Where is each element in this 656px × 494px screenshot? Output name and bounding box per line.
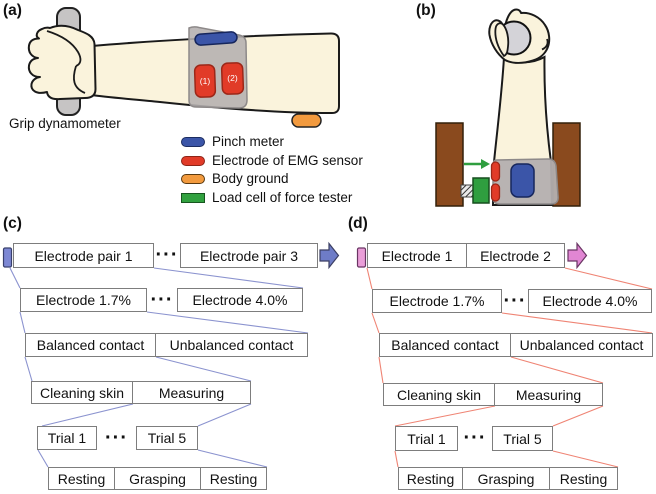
side-electrode-2 (490, 183, 501, 202)
left-wood-block (435, 122, 464, 207)
load-cell (472, 177, 490, 204)
force-arrow (464, 159, 490, 169)
flow-box-resting-2: Resting (200, 467, 267, 490)
emg-electrode-2 (220, 62, 245, 95)
panel-d-connectors (366, 267, 653, 468)
flow-d-next-arrow (567, 241, 588, 270)
flow-box-unbalanced-contact: Unbalanced contact (510, 333, 653, 357)
pinch-meter (194, 31, 238, 46)
flow-box-electrode-4-0: Electrode 4.0% (528, 289, 652, 313)
panel-c-label: (c) (3, 215, 22, 232)
flow-box-grasping: Grasping (114, 467, 201, 490)
legend-label: Pinch meter (212, 134, 285, 149)
panel-a-illustration: (1) (2) (27, 7, 340, 128)
flow-box-resting-1: Resting (398, 467, 463, 490)
legend-row-pinch-meter: Pinch meter (181, 134, 285, 149)
flow-box-balanced-contact: Balanced contact (379, 333, 511, 357)
flow-box-cleaning-skin: Cleaning skin (383, 383, 495, 406)
hand-crease (73, 65, 86, 94)
thumb-over-disc (494, 22, 510, 58)
flow-box-balanced-contact: Balanced contact (25, 333, 156, 357)
screw (460, 184, 475, 198)
legend-row-body-ground: Body ground (181, 171, 289, 186)
side-electrode-1 (490, 161, 501, 182)
panel-a-label: (a) (3, 2, 22, 19)
flow-box-electrode-1-7: Electrode 1.7% (20, 288, 147, 312)
panel-b-illustration (435, 8, 581, 207)
flow-box-resting-1: Resting (48, 467, 115, 490)
electrode-2-label: (2) (227, 73, 238, 83)
flow-box-trial-5: Trial 5 (492, 426, 553, 451)
flow-box-electrode-2: Electrode 2 (466, 243, 565, 268)
flow-box-electrode-4-0: Electrode 4.0% (177, 288, 303, 312)
body-ground (291, 113, 322, 128)
flow-box-measuring: Measuring (494, 383, 603, 406)
pinch-meter-swatch (181, 136, 205, 147)
ellipsis: ··· (463, 427, 487, 449)
flow-box-trial-1: Trial 1 (395, 426, 458, 451)
flow-box-electrode-pair-3: Electrode pair 3 (180, 243, 318, 268)
panel-d-label: (d) (348, 215, 368, 232)
panel-b-label: (b) (416, 2, 436, 19)
flow-box-resting-2: Resting (549, 467, 618, 490)
ellipsis: ··· (155, 244, 179, 266)
flow-box-trial-1: Trial 1 (37, 426, 97, 450)
body-ground-swatch (181, 173, 205, 184)
flow-c-start-marker (2, 247, 13, 268)
ellipsis: ··· (503, 289, 527, 312)
panel-c-connectors (9, 267, 309, 468)
legend-row-load-cell: Load cell of force tester (181, 190, 353, 205)
fist (27, 24, 97, 101)
load-cell-swatch (181, 192, 205, 203)
legend-row-emg-electrode: Electrode of EMG sensor (181, 153, 363, 168)
flow-box-electrode-pair-1: Electrode pair 1 (13, 243, 154, 268)
flow-box-cleaning-skin: Cleaning skin (31, 381, 133, 404)
emg-electrode-1 (193, 64, 217, 98)
legend-label: Electrode of EMG sensor (212, 153, 363, 168)
ellipsis: ··· (105, 426, 128, 449)
flow-box-trial-5: Trial 5 (136, 426, 198, 450)
flow-box-measuring: Measuring (132, 381, 251, 404)
finger-tip-line (541, 38, 549, 51)
ellipsis: ··· (150, 288, 174, 311)
grip-dynamometer-caption: Grip dynamometer (9, 116, 121, 131)
flow-box-unbalanced-contact: Unbalanced contact (155, 333, 308, 357)
legend-label: Load cell of force tester (212, 190, 353, 205)
flow-box-electrode-1-7: Electrode 1.7% (372, 289, 502, 313)
flow-d-start-marker (356, 247, 367, 268)
emg-electrode-swatch (181, 155, 205, 166)
flow-box-grasping: Grasping (462, 467, 550, 490)
flow-box-electrode-1: Electrode 1 (367, 243, 467, 268)
flow-c-next-arrow (319, 241, 340, 270)
legend-label: Body ground (212, 171, 289, 186)
electrode-1-label: (1) (200, 76, 211, 86)
thumb-line (46, 30, 82, 67)
band-pinch-sensor (510, 163, 535, 198)
